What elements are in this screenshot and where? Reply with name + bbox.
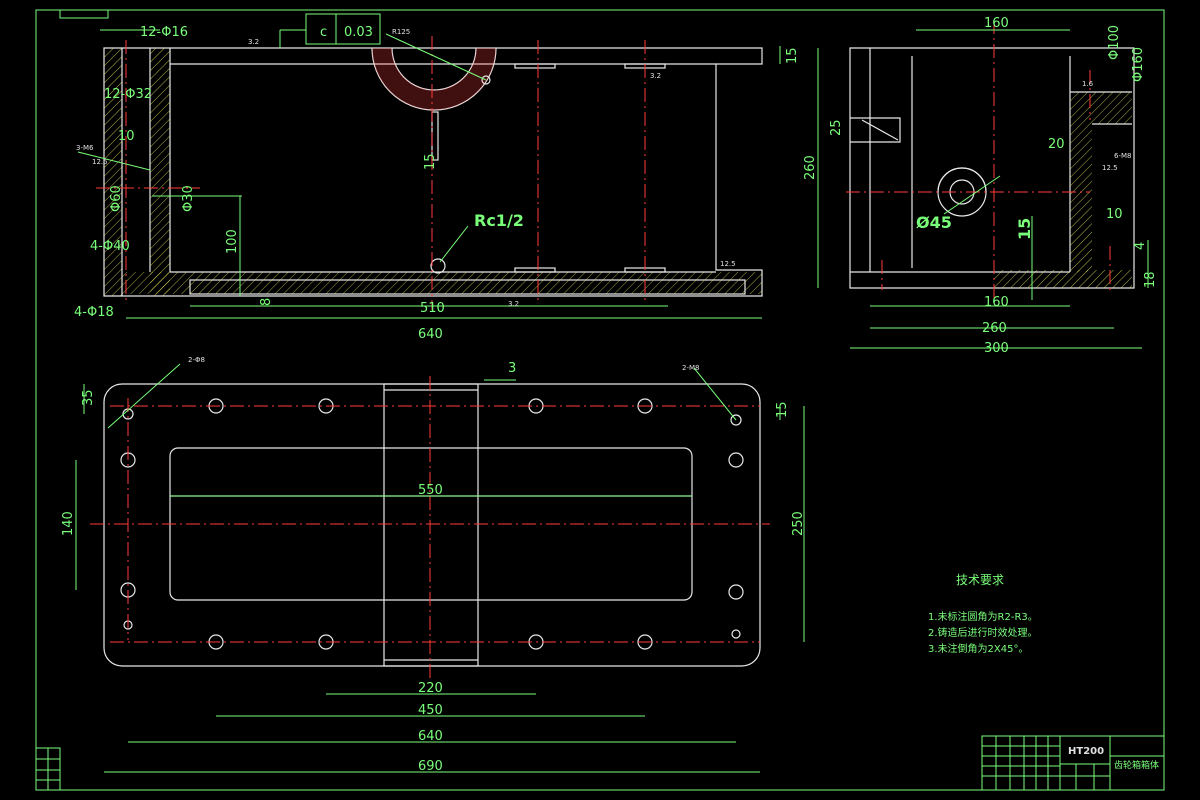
- label-rough32c: 3.2: [248, 38, 259, 46]
- front-outline: [103, 47, 763, 297]
- label-w160bot: 160: [984, 295, 1009, 310]
- label-rough12: 12.5: [720, 260, 736, 268]
- tech-item-1: 1.未标注圆角为R2-R3。: [928, 610, 1038, 623]
- side-outline: [849, 47, 1135, 289]
- label-hole-note: 2-Φ8: [188, 356, 205, 364]
- drawing-border: [35, 9, 1165, 791]
- label-dim550: 550: [418, 483, 443, 498]
- label-dim640: 640: [418, 327, 443, 342]
- label-rough32b: 3.2: [508, 300, 519, 308]
- tolerance-symbol: c: [320, 25, 327, 40]
- tolerance-frame: [305, 13, 381, 45]
- title-block: HT200 齿轮箱箱体: [981, 735, 1165, 791]
- label-rough32: 3.2: [650, 72, 661, 80]
- tolerance-value: 0.03: [344, 25, 373, 40]
- tech-title: 技术要求: [956, 573, 1004, 587]
- tech-item-3: 3.未注倒角为2X45°。: [928, 642, 1028, 655]
- label-dim10: 10: [1106, 207, 1123, 222]
- label-w260: 260: [982, 321, 1007, 336]
- label-thread: 6-M8: [1114, 152, 1131, 160]
- label-hole-note2: 2-M8: [682, 364, 699, 372]
- label-dia60: Φ60: [109, 185, 124, 212]
- label-rough: 12.5: [92, 158, 108, 166]
- label-rough: 12.5: [1102, 164, 1118, 172]
- label-dim15: 15: [775, 401, 790, 418]
- label-hole-top: 12-Φ16: [140, 25, 188, 40]
- label-dia30: Φ30: [181, 185, 196, 212]
- label-dim140: 140: [61, 511, 76, 536]
- label-w300: 300: [984, 341, 1009, 356]
- front-left-wall-hatch: [104, 48, 122, 296]
- label-dim250: 250: [791, 511, 806, 536]
- side-flange-hatch: [1070, 92, 1132, 124]
- label-thread: 3-M6: [76, 144, 94, 152]
- label-dia18: 4-Φ18: [74, 305, 114, 320]
- label-dim10: 10: [118, 129, 135, 144]
- label-w160top: 160: [984, 16, 1009, 31]
- tech-item-2: 2.铸造后进行时效处理。: [928, 626, 1038, 639]
- title-material: HT200: [1068, 746, 1104, 757]
- side-base-hatch: [994, 270, 1132, 288]
- label-dim15b: 15: [423, 153, 438, 170]
- label-h260: 260: [803, 155, 818, 180]
- label-d100: Φ100: [1107, 25, 1122, 60]
- top-view: 35 15 3 140 250 550 220 450 640 690 2-Φ8…: [61, 356, 806, 774]
- label-hole-bore: 12-Φ32: [104, 87, 152, 102]
- label-dim640: 640: [418, 729, 443, 744]
- top-outline: [103, 383, 761, 667]
- front-view: c 0.03 12-Φ16 12-Φ32 3-M6 12.5 10 Φ60 Φ3…: [74, 13, 800, 342]
- front-inner-wall-hatch: [150, 48, 170, 296]
- label-dim8: 8: [259, 298, 274, 306]
- label-dim510: 510: [420, 301, 445, 316]
- side-wall-hatch: [1070, 124, 1092, 272]
- label-rough16: 1.6: [1082, 80, 1094, 88]
- label-rc: Rc1/2: [474, 211, 524, 230]
- front-base-hatch: [122, 272, 762, 294]
- label-dia40: 4-Φ40: [90, 239, 130, 254]
- bearing-seat: [371, 47, 497, 111]
- label-dim100: 100: [225, 229, 240, 254]
- label-r125: R125: [392, 28, 410, 36]
- label-dim690: 690: [418, 759, 443, 774]
- label-dim450: 450: [418, 703, 443, 718]
- label-dim18: 18: [1143, 271, 1158, 288]
- label-dim220: 220: [418, 681, 443, 696]
- title-name: 齿轮箱箱体: [1114, 759, 1159, 771]
- label-d45: Ø45: [916, 213, 952, 232]
- label-d160: Φ160: [1131, 47, 1146, 82]
- side-view: 160 160 260 300 260 Φ100 Φ160 Ø45 25 20 …: [803, 16, 1158, 356]
- label-dim4: 4: [1133, 242, 1148, 250]
- label-dim25: 25: [829, 119, 844, 136]
- label-dim3: 3: [508, 361, 516, 376]
- label-dim15: 15: [1015, 218, 1034, 240]
- label-dim35: 35: [81, 389, 96, 406]
- label-dim15: 15: [785, 47, 800, 64]
- label-dim20: 20: [1048, 137, 1065, 152]
- tech-requirements: 技术要求 1.未标注圆角为R2-R3。 2.铸造后进行时效处理。 3.未注倒角为…: [928, 573, 1038, 655]
